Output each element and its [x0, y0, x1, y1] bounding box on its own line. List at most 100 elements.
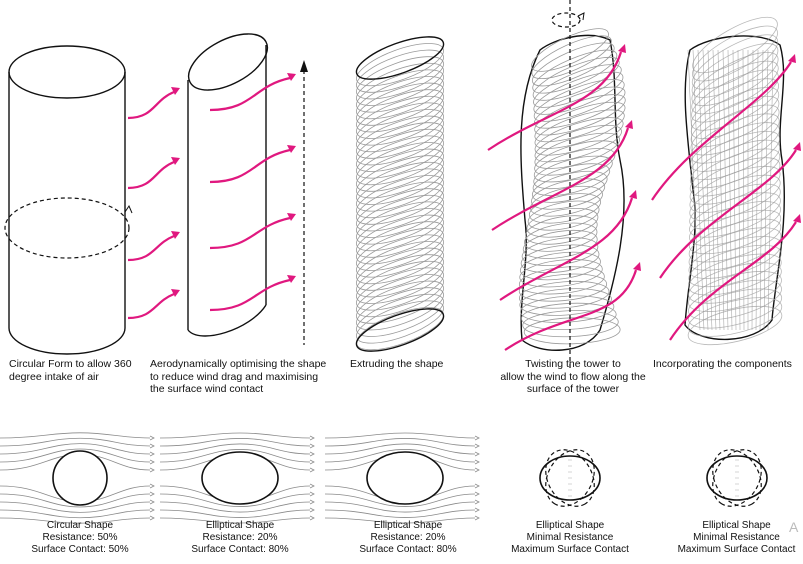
- wind-arrow: [209, 76, 291, 112]
- study-resistance: Minimal Resistance: [693, 532, 780, 543]
- flow-arrow-icon: [474, 467, 480, 473]
- component-ring: [688, 271, 782, 312]
- flow-streamline: [324, 432, 476, 439]
- study-contact: Maximum Surface Contact: [677, 544, 796, 555]
- spiral-wind-arrow: [659, 149, 797, 279]
- component-ring: [691, 52, 779, 106]
- wind-arrow-head-icon: [171, 157, 180, 165]
- watermark: A: [789, 519, 799, 535]
- flow-streamline: [0, 443, 151, 455]
- component-ring: [689, 183, 781, 230]
- component-ring: [689, 157, 781, 205]
- extrusion-ring: [356, 142, 444, 186]
- wind-arrow: [127, 234, 175, 262]
- study-resistance: Resistance: 20%: [370, 532, 446, 543]
- tower-ring: [523, 317, 621, 345]
- extrusion-ring: [356, 89, 444, 133]
- tower-outline: [520, 34, 625, 351]
- up-arrow-icon: [300, 60, 308, 72]
- component-strut: [732, 49, 737, 331]
- wind-arrow: [209, 148, 291, 184]
- flow-streamline: [324, 509, 476, 518]
- tower-ring: [528, 193, 602, 224]
- rotated-shape-dashed: [545, 449, 595, 507]
- extrusion-ring: [356, 102, 444, 146]
- wind-arrow: [127, 90, 175, 120]
- tower-ring: [526, 208, 599, 238]
- flow-streamline: [159, 449, 311, 463]
- flow-arrow-icon: [309, 435, 315, 441]
- rotation-circle-dashed: [4, 197, 130, 259]
- wind-arrow-head-icon: [788, 54, 796, 63]
- extrusion-ring: [356, 155, 444, 199]
- flow-arrow-icon: [149, 451, 155, 457]
- study-title: Elliptical Shape: [205, 520, 275, 531]
- component-strut: [702, 49, 713, 331]
- wind-arrow-head-icon: [171, 289, 180, 297]
- flow-arrow-icon: [474, 483, 480, 489]
- step5-caption: Incorporating the components: [653, 358, 792, 370]
- tower-ring: [531, 178, 606, 210]
- spiral-wind-arrow: [487, 51, 623, 151]
- tower-ring: [534, 101, 626, 143]
- flow-arrow-icon: [309, 507, 315, 513]
- flow-arrow-icon: [309, 443, 315, 449]
- flow-arrow-icon: [309, 515, 315, 521]
- flow-streamline: [159, 501, 311, 513]
- extrusion-ring: [356, 181, 444, 225]
- study-contact: Maximum Surface Contact: [511, 544, 629, 555]
- wind-arrow-head-icon: [287, 275, 296, 283]
- flow-study-1: [0, 432, 155, 524]
- extrusion-ring: [356, 62, 444, 106]
- flow-arrow-icon: [309, 483, 315, 489]
- wind-arrows-step4: [487, 44, 641, 351]
- extrusion-ring: [356, 43, 444, 87]
- tower-rings: [518, 28, 626, 345]
- extruded-rings: [355, 36, 445, 352]
- step2-caption: Aerodynamically optimising the shape to …: [150, 358, 327, 395]
- flow-streamline: [0, 517, 151, 524]
- extrusion-ring: [356, 188, 444, 232]
- flow-shape: [201, 451, 279, 505]
- extrusion-ring: [356, 135, 444, 179]
- flow-shape: [366, 451, 444, 505]
- flow-streamline: [0, 432, 151, 439]
- tower-ring: [532, 163, 611, 196]
- flow-arrow-icon: [474, 507, 480, 513]
- component-strut: [727, 49, 733, 331]
- tower-ring: [534, 140, 618, 176]
- flow-shape: [539, 455, 601, 501]
- component-ring: [688, 209, 782, 255]
- component-strut: [759, 49, 764, 331]
- wind-arrow: [209, 216, 291, 250]
- elliptical-cylinder: [187, 33, 308, 345]
- flow-study-4: [539, 449, 601, 507]
- component-strut: [687, 49, 701, 331]
- flow-arrow-icon: [309, 491, 315, 497]
- study4-caption: Elliptical Shape Minimal Resistance Maxi…: [500, 520, 640, 556]
- extrusion-ring: [356, 115, 444, 159]
- component-ring: [688, 262, 782, 304]
- flow-streamline: [159, 493, 311, 507]
- rotated-shape-dashed: [712, 449, 762, 507]
- rotated-shape-dashed: [712, 449, 762, 507]
- study-resistance: Minimal Resistance: [526, 532, 614, 543]
- flow-streamline: [0, 509, 151, 519]
- flow-study-2: [159, 432, 315, 524]
- flow-streamline: [159, 443, 311, 455]
- extrusion-ring: [356, 260, 444, 304]
- study-title: Elliptical Shape: [535, 520, 605, 531]
- flow-arrow-icon: [149, 499, 155, 505]
- component-ring: [691, 34, 779, 90]
- component-ring: [687, 297, 783, 337]
- component-ring: [688, 227, 782, 271]
- tower-ring: [531, 28, 609, 72]
- component-ring: [688, 279, 782, 321]
- study2-caption: Elliptical Shape Resistance: 20% Surface…: [160, 520, 320, 556]
- study-resistance: Resistance: 20%: [202, 532, 278, 543]
- spiral-wind-arrow: [669, 221, 797, 341]
- component-ring: [689, 201, 781, 246]
- flow-study-3: [324, 432, 480, 524]
